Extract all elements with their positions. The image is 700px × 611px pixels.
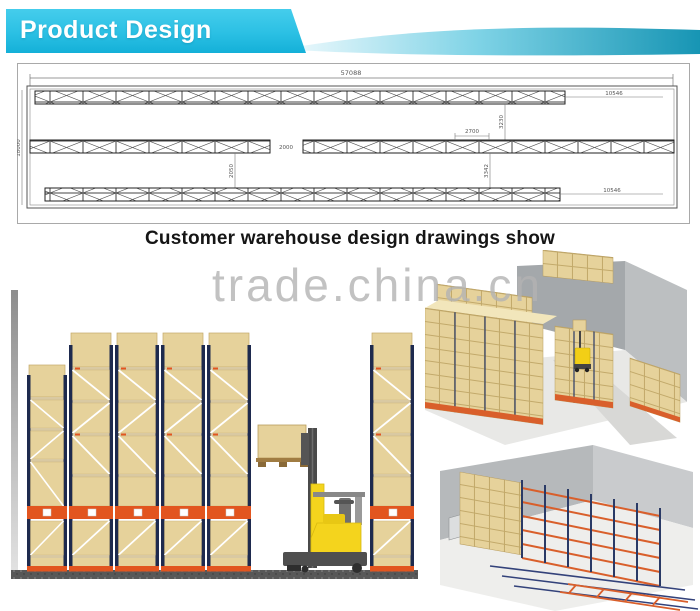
dim-row1-row2-label: 3230 xyxy=(499,115,505,129)
stack-right xyxy=(629,357,681,423)
rack-row-2-right xyxy=(302,139,675,154)
fork-carriage xyxy=(301,433,309,465)
stack-top-face xyxy=(425,300,557,324)
warehouse-plan-svg: 57088 18000 10546 3230 200 xyxy=(16,63,690,224)
overhead-guard xyxy=(313,492,365,497)
dim-top-right-label: 10546 xyxy=(605,91,623,97)
drive-in-rack xyxy=(459,471,699,611)
illustration-gallery: trade.china.cn xyxy=(0,250,700,611)
blue-uprights xyxy=(521,480,661,586)
dim-row1-row2: 3230 xyxy=(499,104,506,140)
dim-row3-right: 10546 xyxy=(560,188,663,195)
drawing-caption: Customer warehouse design drawings show xyxy=(144,228,556,249)
right-wall xyxy=(625,261,687,402)
pallet-deck xyxy=(256,458,310,462)
dim-bay-width-label: 2700 xyxy=(465,129,479,135)
orange-floor-ladder xyxy=(559,583,689,611)
dim-row2-row3-right-label: 3342 xyxy=(484,164,490,178)
dim-total: 57088 xyxy=(29,69,674,86)
front-wheel xyxy=(301,565,309,573)
dim-center-aisle-label: 2000 xyxy=(279,145,293,151)
dim-bay: 2700 xyxy=(454,129,490,140)
dim-total-width-label: 57088 xyxy=(341,69,362,77)
warehouse-floor-strip xyxy=(11,570,418,579)
dim-row2-row3-left: 2050 xyxy=(229,153,236,188)
header-swoosh-graphic xyxy=(295,27,700,56)
reach-truck-forklift xyxy=(256,424,367,573)
page-header: Product Design xyxy=(0,0,700,58)
rear-wheel xyxy=(352,563,362,573)
dim-left-height: 18000 xyxy=(16,90,23,205)
dim-bottom-right-label: 10546 xyxy=(603,188,621,194)
dim-row2-row3-left-label: 2050 xyxy=(229,164,235,178)
rack-row-1 xyxy=(34,90,566,105)
back-wall xyxy=(517,261,625,350)
title-banner: Product Design xyxy=(6,9,306,53)
mini-forklift xyxy=(572,319,591,373)
dim-row1-right: 10546 xyxy=(565,91,663,98)
warehouse-plan-drawing: 57088 18000 10546 3230 200 xyxy=(16,63,690,224)
dim-left-height-label: 18000 xyxy=(17,139,22,157)
lifted-box xyxy=(257,424,307,459)
stack-above-wall xyxy=(542,250,614,284)
right-wall xyxy=(593,445,693,528)
forklift-body xyxy=(310,522,362,555)
left-illustration xyxy=(11,290,418,579)
rack-row-2-left xyxy=(29,139,271,154)
dim-row2-row3-right: 3342 xyxy=(484,153,491,188)
warehouse-wall-outer xyxy=(26,85,678,209)
stack-left-front xyxy=(425,307,544,425)
warehouse-wall-edge xyxy=(11,290,18,572)
rack-row-3 xyxy=(44,187,561,202)
top-right-illustration xyxy=(425,250,687,445)
bottom-right-illustration xyxy=(440,445,699,611)
swoosh-band xyxy=(295,27,700,56)
page-title: Product Design xyxy=(20,16,212,44)
forklift-base xyxy=(283,552,367,566)
